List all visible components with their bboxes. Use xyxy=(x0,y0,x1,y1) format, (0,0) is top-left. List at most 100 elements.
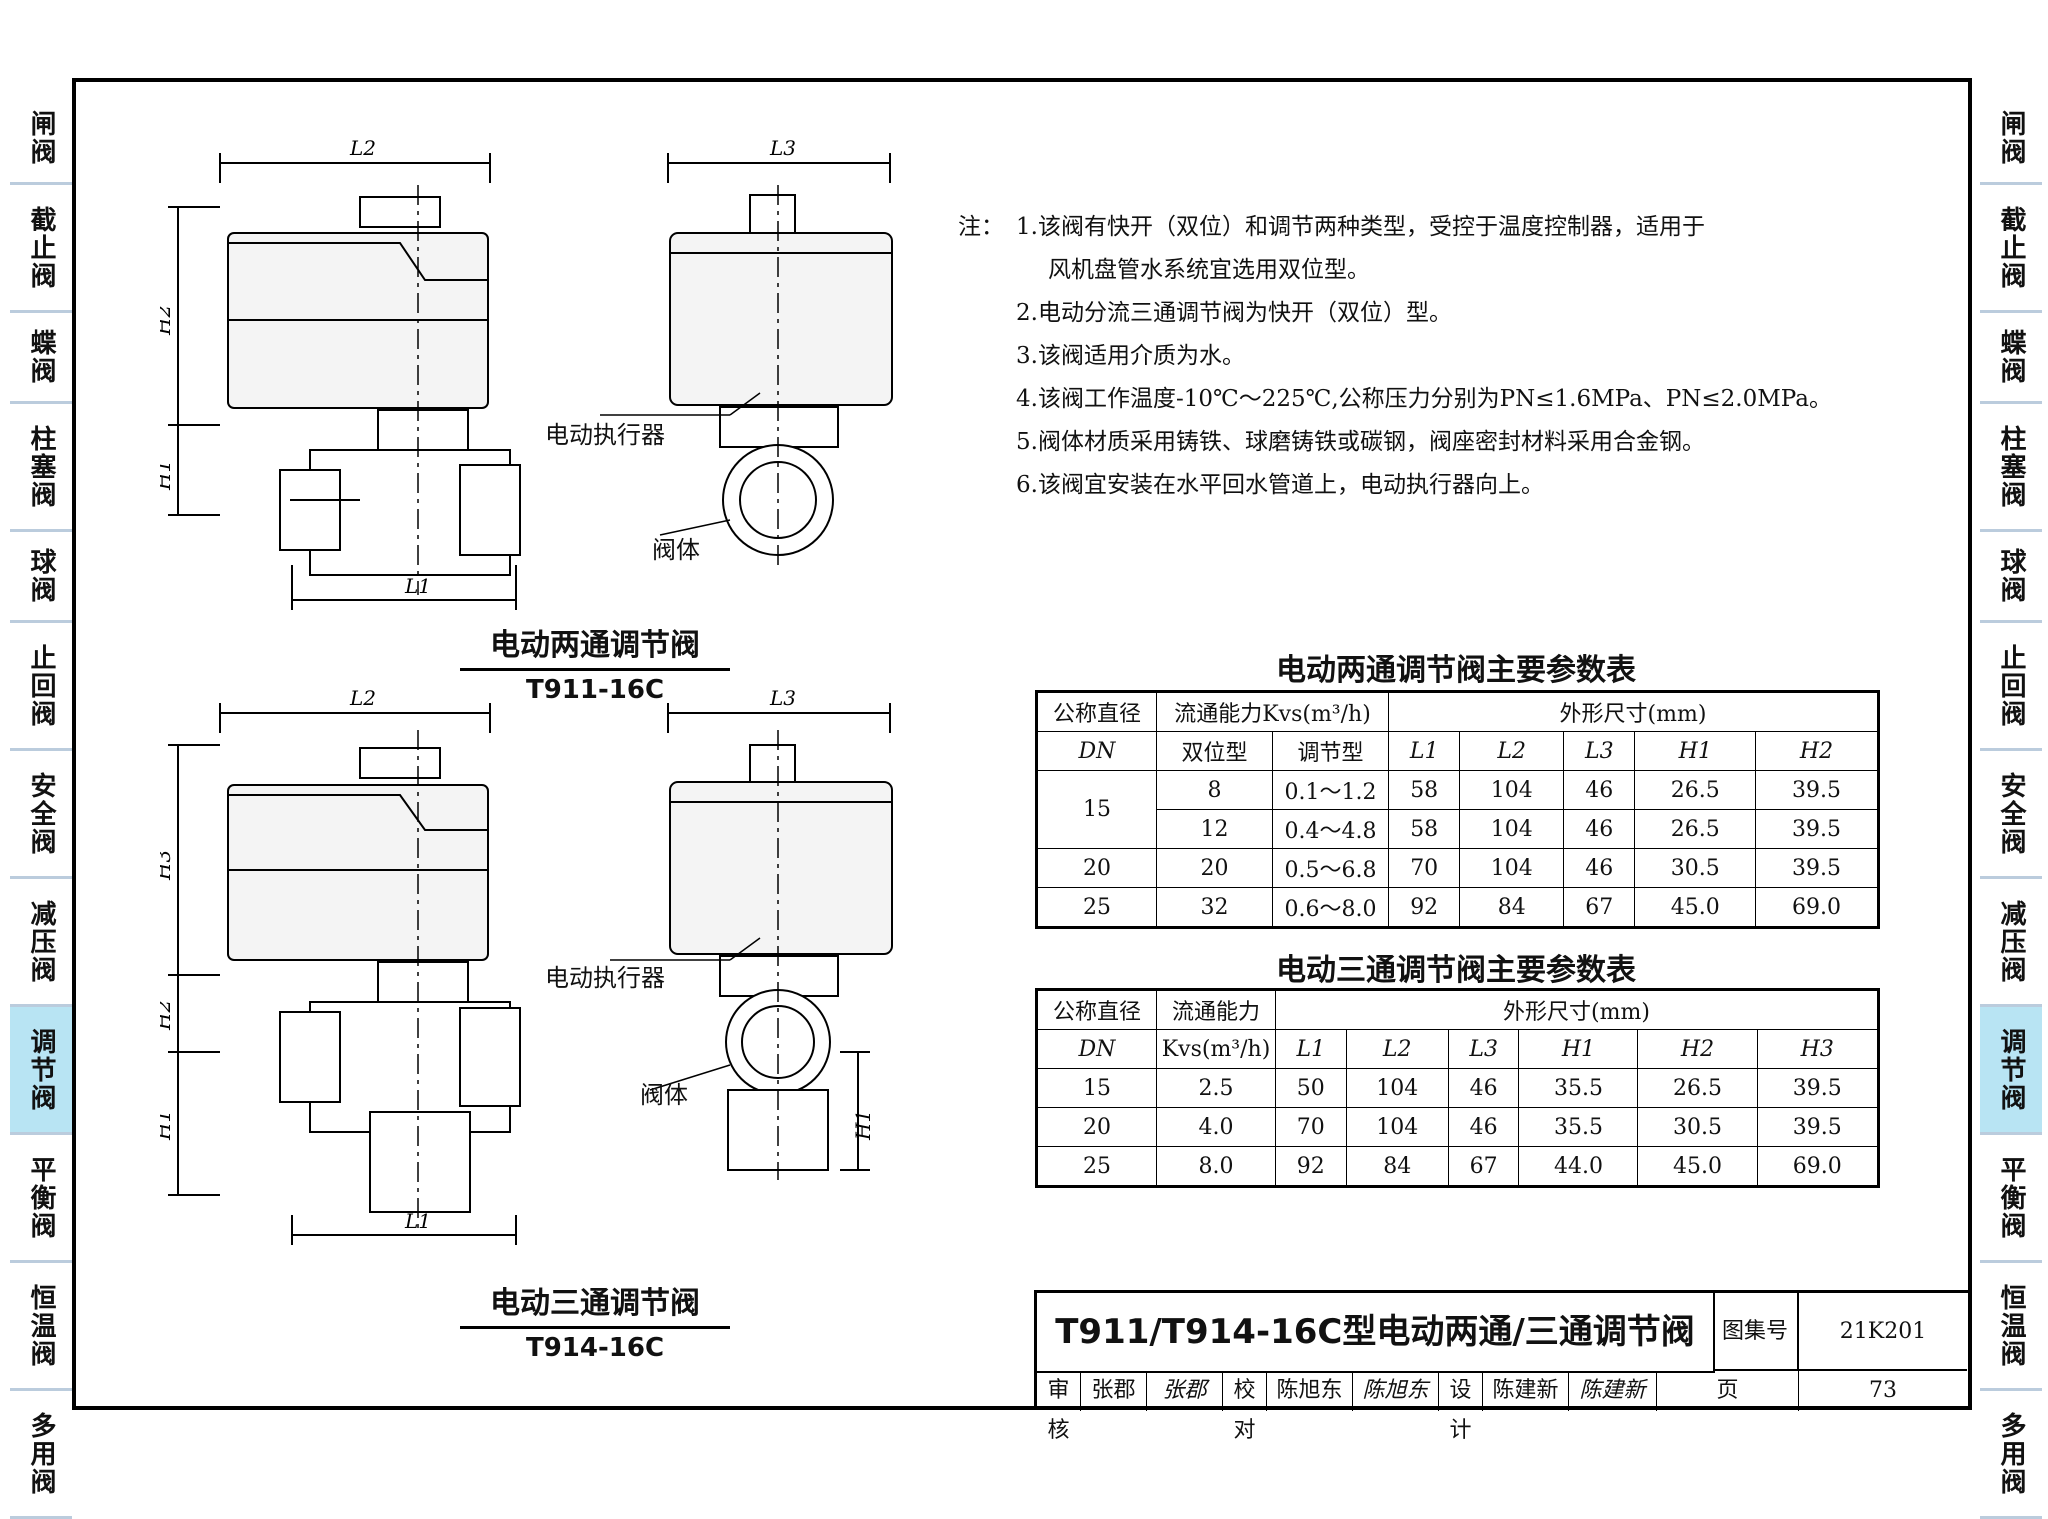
side-tab[interactable]: 闸阀 xyxy=(10,94,72,185)
cell: 46 xyxy=(1563,770,1636,810)
atlas-label: 图集号 xyxy=(1713,1293,1799,1371)
side-tab[interactable]: 止回阀 xyxy=(1980,623,2042,751)
drawing-frame xyxy=(72,78,1972,1410)
side-tab[interactable]: 恒温阀 xyxy=(10,1263,72,1391)
dim-L2-3way: L2 xyxy=(349,690,376,710)
cell: 67 xyxy=(1447,1146,1520,1187)
cell: 8 xyxy=(1156,770,1273,810)
cell: 84 xyxy=(1345,1146,1449,1187)
title-block: T911/T914-16C型电动两通/三通调节阀 图集号 21K201 审核 张… xyxy=(1034,1290,1968,1443)
side-tab[interactable]: 安全阀 xyxy=(1980,751,2042,879)
note-item: 3.该阀适用介质为水。 xyxy=(1016,343,1245,369)
dim-L1-3way: L1 xyxy=(404,1209,431,1233)
dim-L1: L1 xyxy=(404,574,431,598)
cell-dn: 20 xyxy=(1036,1107,1157,1147)
side-tab[interactable]: 调节阀 xyxy=(10,1007,72,1135)
note-item: 2.电动分流三通调节阀为快开（双位）型。 xyxy=(1016,300,1452,326)
side-tab[interactable]: 平衡阀 xyxy=(10,1135,72,1263)
cell: 0.4～4.8 xyxy=(1272,809,1389,849)
side-tab[interactable]: 安全阀 xyxy=(10,751,72,879)
dim-H2-3way: H2 xyxy=(160,1000,175,1031)
cell: 8.0 xyxy=(1156,1146,1276,1187)
atlas-number: 21K201 xyxy=(1799,1293,1967,1371)
table-row: 15 2.5 50 104 46 35.5 26.5 39.5 xyxy=(1036,1068,1880,1108)
dim-H1-3way: H1 xyxy=(160,1110,175,1141)
th-flow: 流通能力 xyxy=(1156,989,1276,1030)
cell: 39.5 xyxy=(1755,848,1879,888)
cell: 30.5 xyxy=(1634,848,1756,888)
table-row: 25 8.0 92 84 67 44.0 45.0 69.0 xyxy=(1036,1146,1880,1187)
three-way-table-title: 电动三通调节阀主要参数表 xyxy=(1276,953,1636,988)
two-way-valve-side-view: L3 xyxy=(600,136,893,565)
cell: 104 xyxy=(1459,770,1565,810)
note-item: 4.该阀工作温度-10℃～225℃,公称压力分别为PN≤1.6MPa、PN≤2.… xyxy=(1016,386,1832,412)
page-number: 73 xyxy=(1869,1378,1897,1403)
cell: 32 xyxy=(1156,887,1273,928)
table-row: 20 20 0.5～6.8 70 104 46 30.5 39.5 xyxy=(1036,848,1879,888)
table-row: 15 8 0.1～1.2 58 104 46 26.5 39.5 xyxy=(1036,770,1879,849)
th-dim-col: H2 xyxy=(1755,731,1879,771)
label-actuator: 电动执行器 xyxy=(545,421,665,449)
dim-L2: L2 xyxy=(349,136,376,160)
cell: 46 xyxy=(1563,848,1636,888)
right-side-tabs: 闸阀截止阀蝶阀柱塞阀球阀止回阀安全阀减压阀调节阀平衡阀恒温阀多用阀 xyxy=(1980,94,2042,1519)
cell: 69.0 xyxy=(1756,1146,1880,1187)
three-way-caption: 电动三通调节阀 T914-16C xyxy=(460,1278,730,1363)
side-tab[interactable]: 多用阀 xyxy=(1980,1391,2042,1519)
cell: 0.6～8.0 xyxy=(1272,887,1389,928)
cell: 26.5 xyxy=(1634,770,1756,810)
dim-H1-side: H1 xyxy=(851,1110,875,1141)
side-tab[interactable]: 止回阀 xyxy=(10,623,72,751)
side-tab[interactable]: 闸阀 xyxy=(1980,94,2042,185)
th-flow2: Kvs(m³/h) xyxy=(1156,1029,1276,1069)
checker: 陈旭东 xyxy=(1267,1371,1353,1411)
side-tab[interactable]: 球阀 xyxy=(1980,532,2042,623)
th-dim-col: H1 xyxy=(1634,731,1756,771)
th-mod: 调节型 xyxy=(1272,731,1389,771)
note-item: 6.该阀宜安装在水平回水管道上，电动执行器向上。 xyxy=(1016,472,1544,498)
three-way-valve-front-view: L2 H3 H2 H1 L1 xyxy=(160,690,521,1245)
cell: 35.5 xyxy=(1518,1068,1639,1108)
cell: 84 xyxy=(1459,887,1565,928)
three-way-valve-side-view: L3 H1 xyxy=(610,690,893,1180)
reviewer: 张郡 xyxy=(1081,1371,1147,1411)
side-tab[interactable]: 球阀 xyxy=(10,532,72,623)
side-tab[interactable]: 截止阀 xyxy=(10,185,72,313)
cell: 45.0 xyxy=(1634,887,1756,928)
cell-dn: 25 xyxy=(1036,887,1157,928)
side-tab[interactable]: 调节阀 xyxy=(1980,1007,2042,1135)
side-tab[interactable]: 蝶阀 xyxy=(10,313,72,404)
side-tab[interactable]: 截止阀 xyxy=(1980,185,2042,313)
cell: 30.5 xyxy=(1637,1107,1758,1147)
cell: 58 xyxy=(1387,809,1461,849)
cell-dn: 25 xyxy=(1036,1146,1157,1187)
cell: 20 xyxy=(1156,848,1273,888)
cell: 45.0 xyxy=(1637,1146,1758,1187)
cell: 46 xyxy=(1447,1068,1520,1108)
cell: 104 xyxy=(1459,809,1565,849)
cell: 35.5 xyxy=(1518,1107,1639,1147)
side-tab[interactable]: 蝶阀 xyxy=(1980,313,2042,404)
left-side-tabs: 闸阀截止阀蝶阀柱塞阀球阀止回阀安全阀减压阀调节阀平衡阀恒温阀多用阀 xyxy=(10,94,72,1519)
th-dn2: DN xyxy=(1036,1029,1157,1069)
cell: 92 xyxy=(1275,1146,1347,1187)
cell: 46 xyxy=(1563,809,1636,849)
notes-list: 1.该阀有快开（双位）和调节两种类型，受控于温度控制器，适用于 风机盘管水系统宜… xyxy=(958,206,1958,507)
side-tab[interactable]: 减压阀 xyxy=(1980,879,2042,1007)
page-label: 页 xyxy=(1657,1371,1799,1411)
side-tab[interactable]: 柱塞阀 xyxy=(1980,404,2042,532)
table-row: 12 0.4～4.8 58 104 46 26.5 39.5 xyxy=(1037,809,1879,849)
cell: 70 xyxy=(1275,1107,1347,1147)
label-actuator-3way: 电动执行器 xyxy=(545,964,665,992)
side-tab[interactable]: 柱塞阀 xyxy=(10,404,72,532)
side-tab[interactable]: 平衡阀 xyxy=(1980,1135,2042,1263)
side-tab[interactable]: 恒温阀 xyxy=(1980,1263,2042,1391)
cell: 2.5 xyxy=(1156,1068,1276,1108)
cell: 58 xyxy=(1387,770,1461,810)
cell: 67 xyxy=(1563,887,1636,928)
note-item: 风机盘管水系统宜选用双位型。 xyxy=(1048,257,1370,283)
cell: 50 xyxy=(1275,1068,1347,1108)
side-tab[interactable]: 减压阀 xyxy=(10,879,72,1007)
th-dim-col: L3 xyxy=(1447,1029,1520,1069)
side-tab[interactable]: 多用阀 xyxy=(10,1391,72,1519)
